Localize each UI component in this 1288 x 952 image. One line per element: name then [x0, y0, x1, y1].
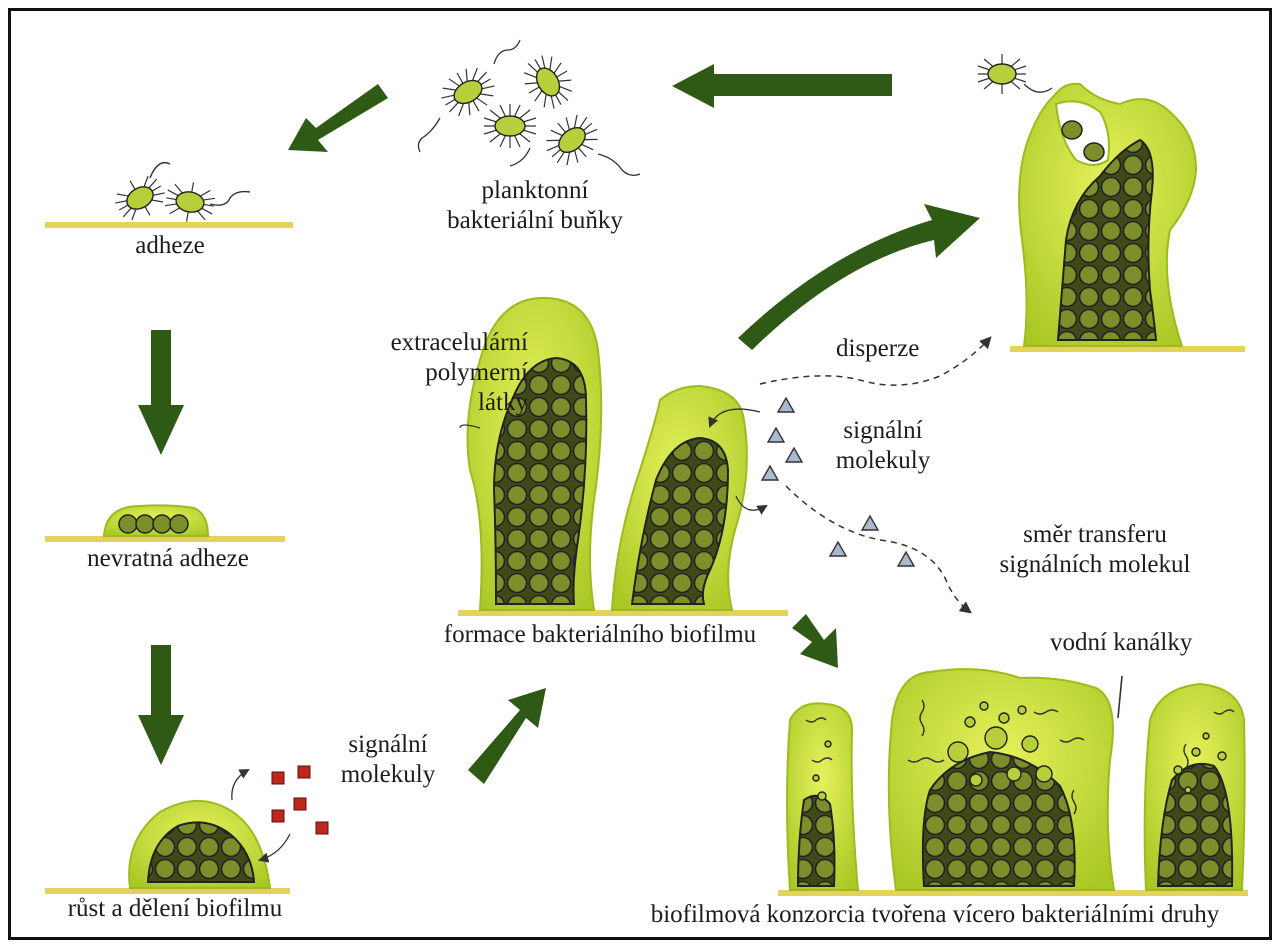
- arrow-dispersal-to-planktonic: [672, 64, 892, 108]
- signal-molecule-icon: [294, 798, 306, 810]
- bacterium-icon: [978, 54, 1026, 94]
- arrow-irreversible-down: [138, 645, 184, 765]
- signal-molecule-icon: [830, 542, 846, 556]
- arrow-formation-to-dispersal: [738, 204, 980, 350]
- signal-molecule-icon: [762, 466, 778, 480]
- label-growth: růst a dělení biofilmu: [30, 894, 320, 924]
- arrow-adhesion-down: [138, 330, 184, 455]
- signal-molecule-icon: [272, 772, 284, 784]
- label-formation: formace bakteriálního biofilmu: [400, 620, 800, 650]
- label-signal-left-line2: molekuly: [318, 760, 458, 790]
- label-consortium: biofilmová konzorcia tvořena vícero bakt…: [600, 900, 1270, 930]
- adhesion-cells: [109, 163, 250, 228]
- label-eps-line2: polymerní: [348, 358, 528, 388]
- bacterium-icon: [538, 106, 606, 173]
- planktonic-cells: [418, 40, 640, 175]
- label-planktonic: planktonní bakteriální buňky: [420, 176, 650, 236]
- label-planktonic-line1: planktonní: [420, 176, 650, 206]
- arrow-planktonic-to-adhesion: [288, 84, 388, 152]
- label-signal-left: signální molekuly: [318, 730, 458, 790]
- signal-molecule-icon: [316, 822, 328, 834]
- label-eps-line3: látky: [348, 388, 528, 418]
- bacterium-icon: [516, 48, 580, 115]
- label-irreversible-adhesion: nevratná adheze: [48, 544, 288, 574]
- arrow-growth-to-formation: [468, 688, 546, 784]
- signal-molecule-icon: [298, 766, 310, 778]
- bacterium-icon: [434, 60, 501, 124]
- label-eps: extracelulární polymerní látky: [348, 328, 528, 418]
- label-planktonic-line2: bakteriální buňky: [420, 206, 650, 236]
- dispersal-biofilm: [978, 54, 1196, 346]
- growth-biofilm: [129, 770, 290, 888]
- label-water-channels: vodní kanálky: [1050, 628, 1192, 658]
- label-signal-right-line1: signální: [808, 416, 958, 446]
- label-transfer-line2: signálních molekul: [970, 550, 1220, 580]
- consortium-biofilm: [787, 669, 1245, 890]
- bacterium-icon: [484, 104, 536, 148]
- label-signal-right: signální molekuly: [808, 416, 958, 476]
- irreversible-biofilm: [104, 505, 208, 536]
- label-dispersion: disperze: [836, 334, 919, 364]
- signal-molecule-icon: [272, 810, 284, 822]
- label-signal-right-line2: molekuly: [808, 446, 958, 476]
- signal-molecule-icon: [862, 516, 878, 530]
- signal-molecule-icon: [898, 552, 914, 566]
- signal-molecule-icon: [778, 398, 794, 412]
- label-transfer-line1: směr transferu: [970, 520, 1220, 550]
- bacterium-icon: [163, 178, 217, 226]
- label-transfer: směr transferu signálních molekul: [970, 520, 1220, 580]
- label-eps-line1: extracelulární: [348, 328, 528, 358]
- label-signal-left-line1: signální: [318, 730, 458, 760]
- signal-molecule-icon: [768, 428, 784, 442]
- label-adhesion: adheze: [60, 231, 280, 261]
- bacterium-icon: [109, 169, 171, 228]
- signal-molecule-icon: [786, 448, 802, 462]
